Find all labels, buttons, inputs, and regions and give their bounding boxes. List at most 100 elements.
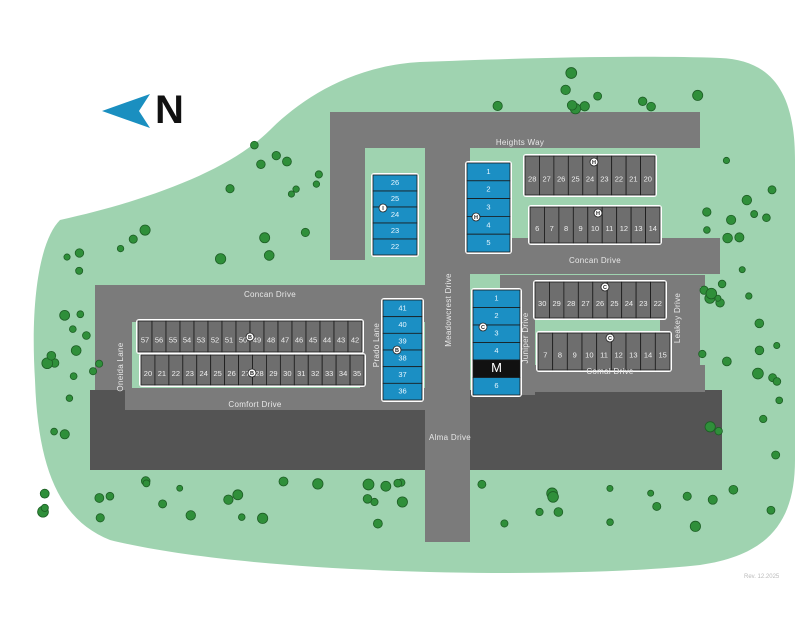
tree-icon (579, 101, 590, 112)
tree-icon (76, 310, 85, 319)
lot-number: 6 (535, 224, 539, 233)
road-surface (330, 112, 700, 148)
road-label: Prado Lane (372, 323, 381, 368)
lot-number: 22 (654, 299, 662, 308)
plan-marker (247, 368, 257, 378)
tree-icon (89, 367, 98, 376)
lot-number: 20 (644, 174, 652, 183)
tree-icon (734, 232, 745, 243)
tree-icon (314, 170, 323, 179)
lot-number: 4 (486, 220, 490, 229)
lot-number: 27 (581, 299, 589, 308)
plan-marker (245, 332, 255, 342)
lot-number: 25 (213, 369, 221, 378)
tree-icon (702, 207, 712, 217)
tree-icon (535, 507, 544, 517)
lot-number: 53 (197, 335, 205, 344)
tree-icon (689, 520, 701, 532)
road-label: Leakey Drive (673, 293, 682, 344)
road-label: Juniper Drive (521, 312, 530, 363)
plan-marker-letter: C (603, 285, 607, 291)
lot-number: 28 (255, 369, 263, 378)
tree-icon (292, 185, 300, 193)
lot-number: 22 (391, 242, 399, 251)
tree-icon (116, 244, 125, 253)
tree-icon (647, 489, 655, 497)
tree-icon (717, 279, 727, 289)
lot (640, 155, 656, 196)
lot-number: 8 (558, 350, 562, 359)
plan-marker (378, 203, 388, 213)
lot-number: 36 (398, 387, 406, 396)
lot-number: 13 (634, 224, 642, 233)
plan-marker-letter: B (395, 348, 399, 354)
tree-icon (259, 232, 271, 244)
tree-icon (500, 519, 509, 528)
lot-number: 49 (253, 335, 261, 344)
lot-number: 51 (225, 335, 233, 344)
lot-number: 11 (600, 350, 608, 359)
tree-icon (396, 496, 408, 508)
lot-number: 1 (486, 167, 490, 176)
tree-icon (745, 292, 753, 300)
tree-icon (698, 349, 707, 359)
lot-number: 57 (141, 335, 149, 344)
road-surface (125, 388, 425, 410)
plan-marker-letter: C (608, 336, 612, 342)
lot-number: 23 (639, 299, 647, 308)
tree-icon (652, 501, 662, 511)
tree-icon (646, 101, 656, 112)
tree-icon (553, 507, 564, 517)
tree-icon (704, 421, 716, 433)
road-surface (425, 390, 470, 540)
lot-number: 2 (494, 311, 498, 320)
plan-marker-letter: H (474, 215, 478, 221)
lot-number: 23 (186, 369, 194, 378)
lot-number: 3 (486, 202, 490, 211)
tree-icon (59, 429, 70, 440)
tree-icon (214, 253, 227, 265)
lot-number: 50 (239, 335, 247, 344)
lot-number: 39 (398, 337, 406, 346)
tree-icon (705, 287, 718, 300)
tree-icon (393, 478, 403, 488)
tree-icon (762, 213, 771, 223)
lot-number: 29 (552, 299, 560, 308)
plan-marker-letter: I (382, 206, 384, 212)
tree-icon (754, 345, 765, 356)
tree-icon (312, 180, 321, 188)
lot-number: 25 (610, 299, 618, 308)
lot-number: 21 (158, 369, 166, 378)
tree-icon (560, 84, 571, 96)
plan-marker-letter: H (592, 160, 596, 166)
tree-icon (362, 494, 373, 504)
lot-number: 27 (542, 174, 550, 183)
tree-icon (223, 494, 234, 505)
lot-number: 37 (398, 370, 406, 379)
tree-icon (139, 224, 151, 236)
tree-icon (63, 253, 71, 261)
lot-number: 10 (585, 350, 593, 359)
lot-number: 12 (620, 224, 628, 233)
lot-number: 56 (155, 335, 163, 344)
lot-number: 24 (625, 299, 633, 308)
lot-number: 34 (339, 369, 347, 378)
lot-number: 11 (606, 224, 614, 233)
tree-icon (75, 266, 84, 275)
tree-icon (282, 156, 292, 167)
tree-icon (185, 510, 196, 521)
lot-number: 25 (571, 174, 579, 183)
lot-number: 42 (351, 335, 359, 344)
plan-marker (589, 157, 599, 167)
lot-number: 10 (591, 224, 599, 233)
lot-number: 14 (644, 350, 652, 359)
tree-icon (565, 67, 578, 79)
road-surface (330, 140, 365, 260)
tree-icon (82, 331, 91, 340)
tree-icon (312, 478, 324, 490)
lot-number: 9 (573, 350, 577, 359)
lot (654, 332, 671, 371)
tree-icon (250, 140, 259, 150)
tree-icon (95, 513, 105, 523)
plan-marker-letter: B (248, 335, 252, 341)
